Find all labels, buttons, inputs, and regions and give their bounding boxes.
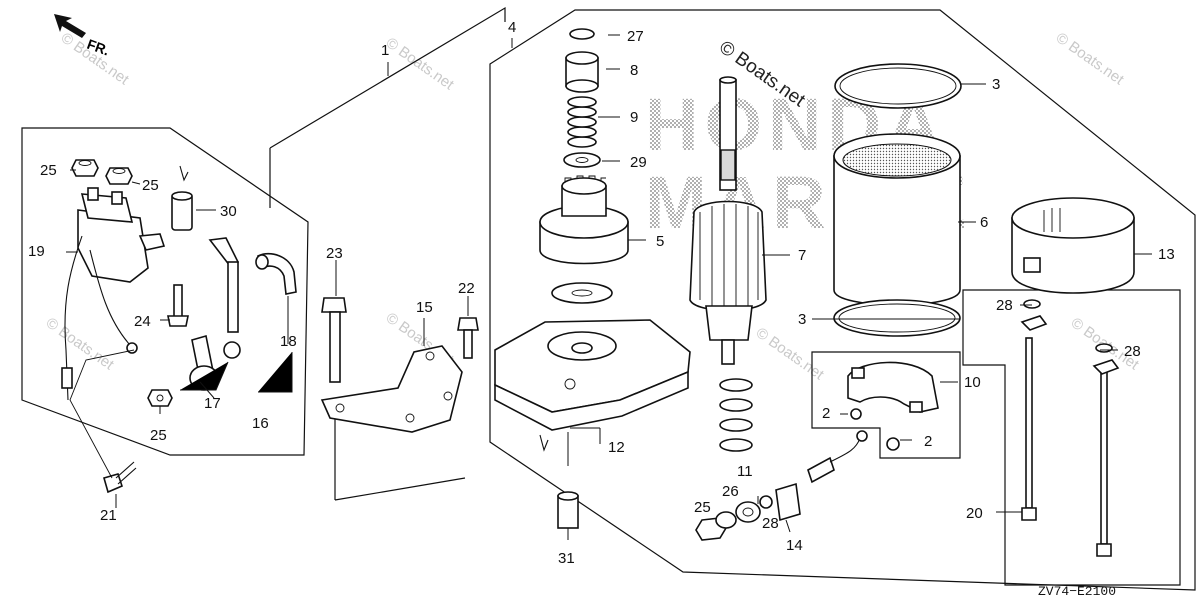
starter-drive-pinion[interactable] bbox=[539, 175, 629, 265]
callout-5[interactable]: 5 bbox=[656, 233, 664, 250]
callout-18[interactable]: 18 bbox=[280, 333, 297, 350]
bolt-22[interactable] bbox=[457, 317, 479, 359]
through-bolt-right[interactable] bbox=[1096, 371, 1112, 557]
callout-23[interactable]: 23 bbox=[326, 245, 343, 262]
callout-25a[interactable]: 25 bbox=[40, 162, 57, 179]
ground-cable-leader bbox=[69, 349, 135, 479]
callout-25b[interactable]: 25 bbox=[142, 177, 159, 194]
callout-25c[interactable]: 25 bbox=[150, 427, 167, 444]
callout-26[interactable]: 26 bbox=[722, 483, 739, 500]
through-bolt-left[interactable] bbox=[1021, 337, 1037, 521]
armature[interactable] bbox=[689, 76, 767, 365]
starter-yoke[interactable] bbox=[833, 133, 961, 306]
callout-14[interactable]: 14 bbox=[786, 537, 803, 554]
rear-end-cover[interactable] bbox=[1011, 197, 1135, 294]
callout-28a[interactable]: 28 bbox=[996, 297, 1013, 314]
callout-22[interactable]: 22 bbox=[458, 280, 475, 297]
callout-2a[interactable]: 2 bbox=[822, 405, 830, 422]
o-ring-bottom[interactable] bbox=[833, 299, 961, 337]
armature-washer-stack[interactable] bbox=[719, 378, 753, 452]
pinion-spring[interactable] bbox=[567, 96, 597, 148]
stop-collar[interactable] bbox=[565, 51, 599, 93]
callout-28c[interactable]: 28 bbox=[762, 515, 779, 532]
nut-25-top-right[interactable] bbox=[105, 167, 133, 185]
brush-holder-box bbox=[811, 351, 961, 459]
bolt-21[interactable] bbox=[103, 461, 137, 494]
solenoid-group-box bbox=[21, 127, 309, 456]
bolt-23[interactable] bbox=[321, 297, 347, 383]
brush-terminal-assembly[interactable] bbox=[775, 430, 868, 522]
callout-21[interactable]: 21 bbox=[100, 507, 117, 524]
callout-15[interactable]: 15 bbox=[416, 299, 433, 316]
front-end-cover[interactable] bbox=[494, 319, 691, 452]
callout-6[interactable]: 6 bbox=[980, 214, 988, 231]
callout-16[interactable]: 16 bbox=[252, 415, 269, 432]
o-ring-top[interactable] bbox=[834, 63, 962, 109]
starter-assembly-1-outline bbox=[269, 6, 506, 501]
drawing-code: ZV74−E2100 bbox=[1038, 584, 1116, 599]
callout-9[interactable]: 9 bbox=[630, 109, 638, 126]
callout-19[interactable]: 19 bbox=[28, 243, 45, 260]
callout-24[interactable]: 24 bbox=[134, 313, 151, 330]
watermark-4: © Boats.net bbox=[43, 314, 118, 373]
watermark-6: © Boats.net bbox=[753, 324, 828, 383]
callout-3a[interactable]: 3 bbox=[992, 76, 1000, 93]
callout-13[interactable]: 13 bbox=[1158, 246, 1175, 263]
callout-31[interactable]: 31 bbox=[558, 550, 575, 567]
callout-8[interactable]: 8 bbox=[630, 62, 638, 79]
starter-cable[interactable] bbox=[189, 237, 241, 391]
callout-27[interactable]: 27 bbox=[627, 28, 644, 45]
callout-1[interactable]: 1 bbox=[381, 42, 389, 59]
front-arrow-icon: FR. bbox=[54, 14, 112, 59]
solenoid-switch[interactable] bbox=[61, 187, 166, 401]
brush-holder[interactable] bbox=[847, 361, 939, 451]
callout-30[interactable]: 30 bbox=[220, 203, 237, 220]
terminal-nut-stack[interactable] bbox=[695, 495, 773, 541]
nut-25-bottom[interactable] bbox=[147, 389, 173, 407]
through-bolt-box bbox=[962, 289, 1181, 586]
callout-10[interactable]: 10 bbox=[964, 374, 981, 391]
callout-28b[interactable]: 28 bbox=[1124, 343, 1141, 360]
leader-lines bbox=[66, 34, 1152, 540]
callout-3b[interactable]: 3 bbox=[798, 311, 806, 328]
callout-2b[interactable]: 2 bbox=[924, 433, 932, 450]
washer-29[interactable] bbox=[563, 152, 601, 168]
snap-ring[interactable] bbox=[569, 28, 595, 40]
callout-12[interactable]: 12 bbox=[608, 439, 625, 456]
callout-25d[interactable]: 25 bbox=[694, 499, 711, 516]
nut-25-top-left[interactable] bbox=[71, 159, 99, 177]
callout-7[interactable]: 7 bbox=[798, 247, 806, 264]
callout-labels: 1 2 2 3 3 4 5 6 7 8 9 10 11 12 13 14 15 … bbox=[28, 19, 1175, 567]
thrust-washer[interactable] bbox=[551, 282, 613, 304]
spacer-31[interactable] bbox=[557, 491, 579, 529]
starter-assembly-4-outline bbox=[489, 9, 1196, 591]
callout-11[interactable]: 11 bbox=[737, 463, 753, 480]
cable-boot[interactable] bbox=[255, 252, 297, 295]
watermark-3: © Boats.net bbox=[1053, 29, 1128, 88]
callout-20[interactable]: 20 bbox=[966, 505, 983, 522]
callout-29[interactable]: 29 bbox=[630, 154, 647, 171]
front-indicator: FR. bbox=[85, 36, 112, 59]
callout-4[interactable]: 4 bbox=[508, 19, 516, 36]
bolt-24[interactable] bbox=[167, 284, 189, 327]
callout-17[interactable]: 17 bbox=[204, 395, 221, 412]
starter-bracket[interactable] bbox=[320, 345, 463, 433]
terminal-cap[interactable] bbox=[171, 165, 193, 231]
